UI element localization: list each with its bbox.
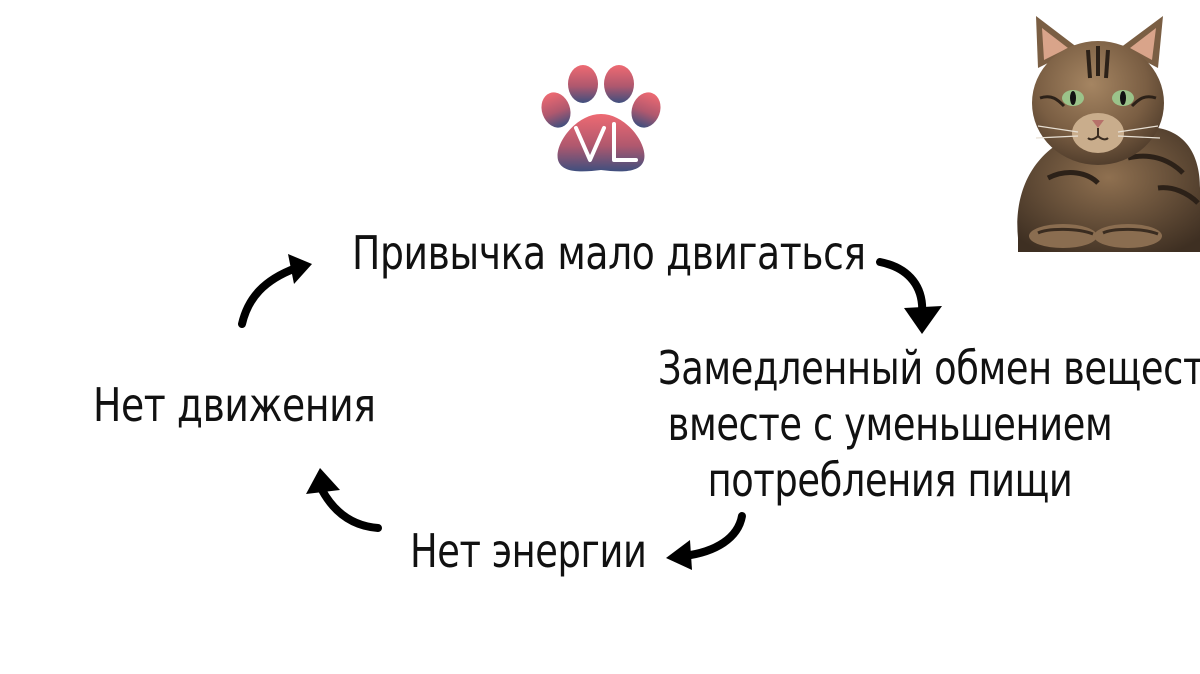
cycle-step-no-energy: Нет энергии	[410, 524, 647, 578]
paw-logo-icon	[541, 65, 661, 172]
cycle-step-metabolism-line: потребления пищи	[707, 453, 1073, 507]
arrow-right-to-bottom	[680, 512, 746, 560]
arrowhead-right	[904, 306, 942, 334]
cycle-step-metabolism-line: Замедленный обмен веществ	[658, 341, 1200, 395]
arrow-bottom-to-left	[318, 486, 382, 532]
arrow-top-to-right	[876, 258, 927, 318]
arrowhead-bottom	[666, 540, 692, 570]
cycle-step-no-movement: Нет движения	[93, 378, 376, 432]
arrowhead-left	[306, 468, 340, 494]
cycle-step-metabolism-line: вместе с уменьшением	[667, 397, 1113, 451]
arrow-left-to-top	[238, 264, 300, 328]
cycle-step-metabolism: Замедленный обмен веществ вместе с умень…	[600, 340, 1200, 508]
cycle-step-habit: Привычка мало двигаться	[352, 226, 866, 280]
arrowhead-top	[288, 254, 312, 284]
tabby-cat-illustration	[1017, 16, 1200, 252]
